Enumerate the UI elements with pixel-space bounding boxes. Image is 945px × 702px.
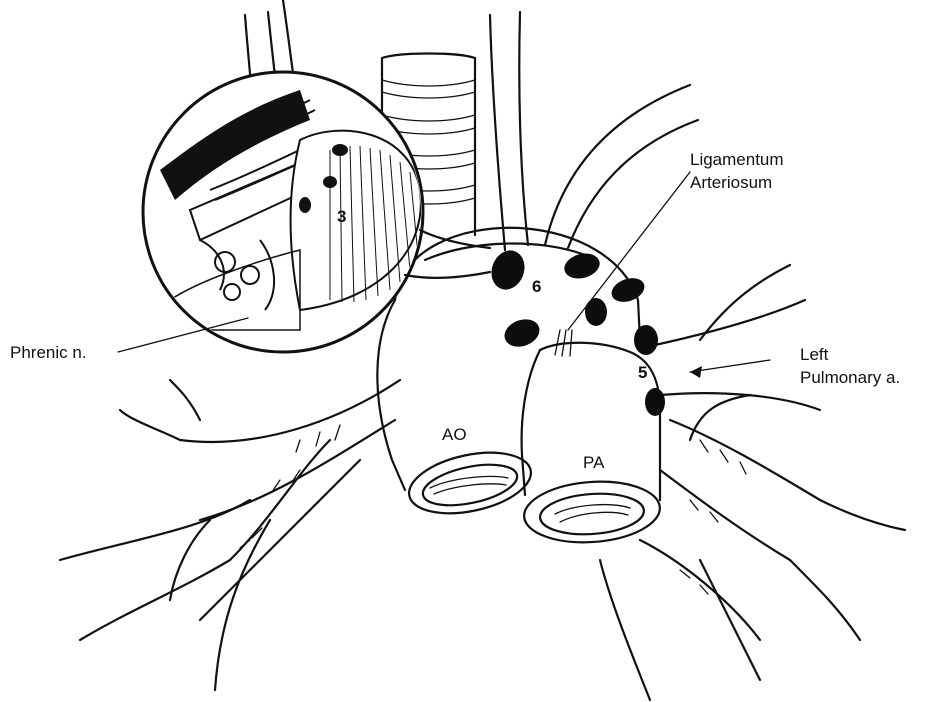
left-pa-label-line1: Left <box>800 345 829 364</box>
left-pa-arrowhead <box>690 366 702 378</box>
aorta-cut-end <box>404 443 537 524</box>
carotid-right-edge <box>519 12 528 245</box>
station-5-label: 5 <box>638 363 647 382</box>
aorta-label: AO <box>442 425 467 444</box>
subclavian-vessel-b <box>568 120 698 248</box>
phrenic-label: Phrenic n. <box>10 343 87 362</box>
right-bronchial-tree <box>600 395 905 700</box>
magnified-inset <box>143 72 423 352</box>
pulmonary-cut-end <box>522 477 662 546</box>
pulmonary-artery-label: PA <box>583 453 605 472</box>
ligamentum-label-line1: Ligamentum <box>690 150 784 169</box>
inset-connector-bottom <box>405 272 490 278</box>
left-pa-label-line2: Pulmonary a. <box>800 368 900 387</box>
left-pulmonary-upper-branch <box>700 265 790 340</box>
left-pulmonary-artery-bottom <box>660 393 820 410</box>
ligamentum-pointer <box>568 172 690 330</box>
left-bronchial-tree <box>60 380 400 690</box>
ligamentum-label-line2: Arteriosum <box>690 173 772 192</box>
lymph-nodes <box>486 246 665 416</box>
subclavian-vessel-a <box>545 85 690 245</box>
carotid-left-edge <box>490 15 505 250</box>
ascending-aorta-right <box>522 350 540 455</box>
station-3-label: 3 <box>337 207 346 226</box>
station-6-label: 6 <box>532 277 541 296</box>
ascending-aorta-left <box>377 300 405 490</box>
